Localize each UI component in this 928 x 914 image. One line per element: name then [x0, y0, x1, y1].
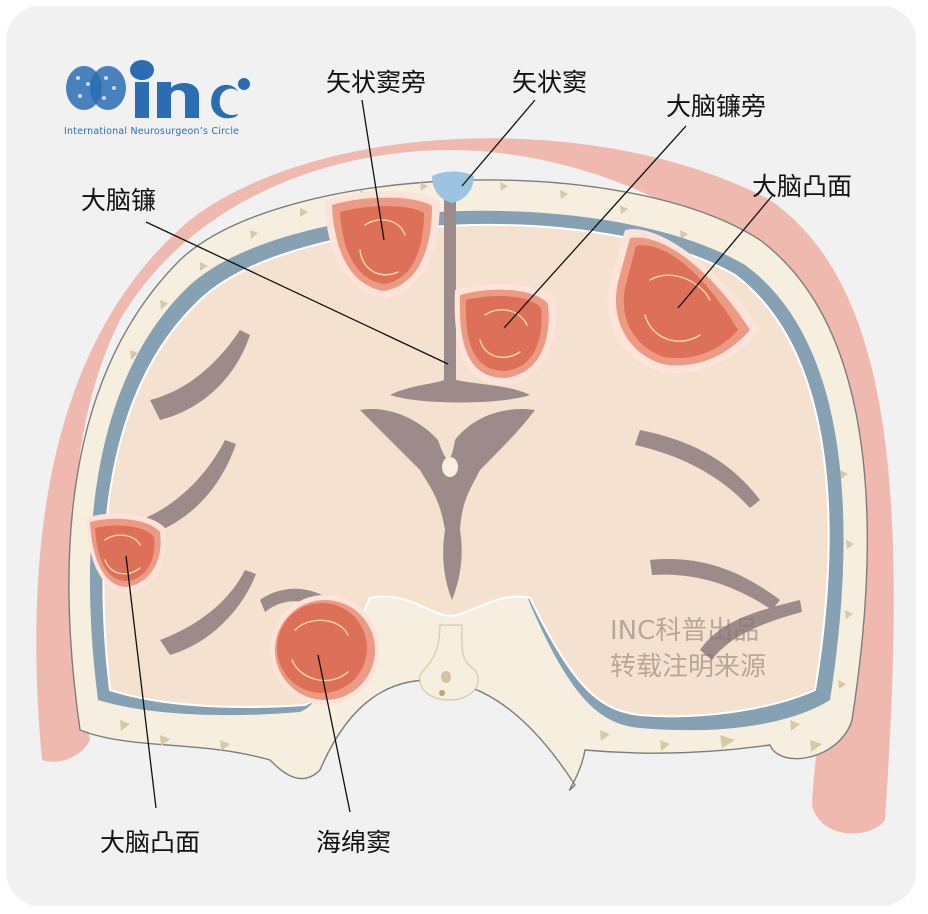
lateral-ventricles — [360, 409, 535, 600]
label-sagittal-sinus: 矢状窦 — [512, 68, 588, 97]
tumor-cavernous-sinus — [270, 595, 380, 705]
diagram-card: International Neurosurgeon’s Circle 矢状窦旁… — [6, 6, 916, 906]
logo-subtitle: International Neurosurgeon’s Circle — [64, 126, 240, 137]
superior-sagittal-sinus — [432, 171, 474, 203]
tumor-swirls — [104, 219, 711, 682]
watermark-line-1: INC科普出品 — [610, 616, 760, 646]
watermark-line-2: 转载注明来源 — [610, 652, 767, 682]
brain-logo-icon — [66, 66, 126, 110]
sulci — [140, 330, 802, 660]
third-ventricle-gap — [442, 457, 458, 477]
leader-lines — [125, 99, 773, 813]
label-parafalcine: 大脑镰旁 — [666, 92, 767, 121]
tumor-convexity-left — [86, 513, 166, 592]
tumor-parasagittal — [325, 191, 440, 298]
inc-logo — [66, 60, 250, 119]
label-convexity-left: 大脑凸面 — [100, 828, 201, 857]
label-convexity-right: 大脑凸面 — [752, 172, 853, 201]
pituitary-sella — [419, 624, 479, 701]
brain-coronal-section-illustration — [36, 99, 894, 834]
label-parasagittal: 矢状窦旁 — [326, 68, 427, 97]
label-cavernous-sinus: 海绵窦 — [316, 828, 392, 857]
inc-wordmark — [130, 60, 250, 119]
label-falx: 大脑镰 — [81, 186, 157, 215]
